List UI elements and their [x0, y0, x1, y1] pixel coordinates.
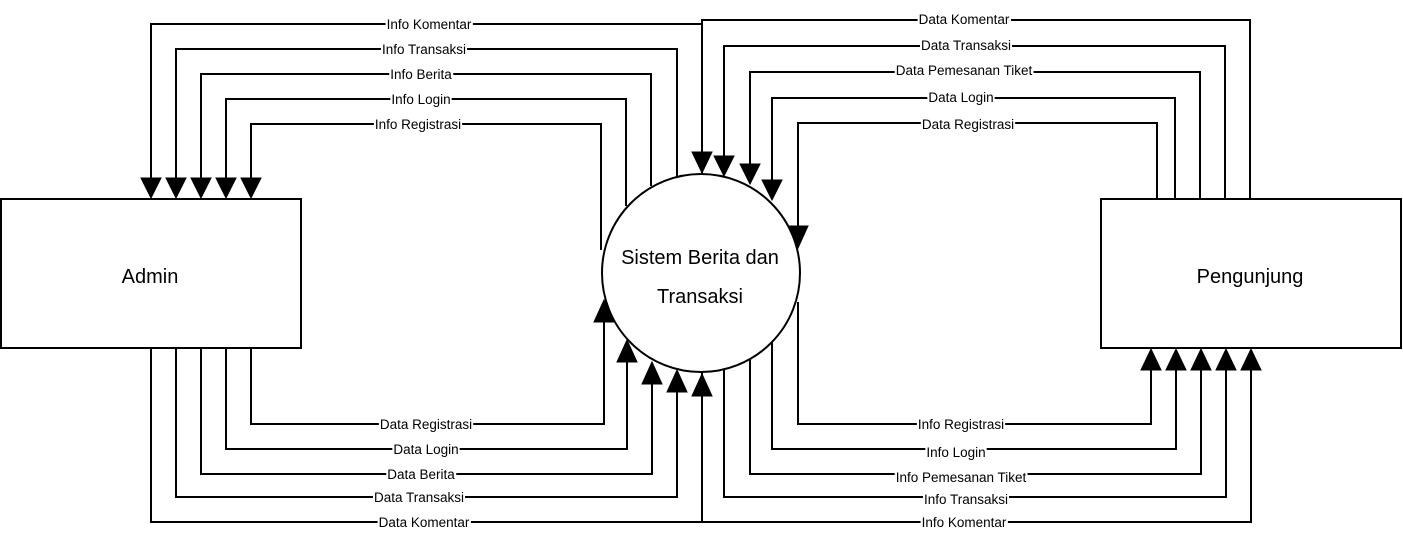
- arrowhead-pengunjung-info-transaksi: [1215, 347, 1237, 371]
- flow-label-background: [392, 442, 460, 457]
- flow-label-background: [917, 12, 1011, 27]
- flow-label-background: [389, 67, 454, 82]
- label-admin-info-registrasi: Info Registrasi: [373, 117, 463, 132]
- flow-label-background: [385, 17, 473, 32]
- arrowhead-process-data-login: [616, 338, 638, 363]
- arrowhead-pengunjung-info-komentar: [1240, 347, 1262, 371]
- arrowhead-process-data-registrasi: [593, 298, 615, 323]
- flow-label-background: [927, 90, 995, 105]
- flow-label-background: [386, 467, 457, 482]
- label-admin-data-registrasi: Data Registrasi: [378, 417, 474, 432]
- label-pengunjung-info-komentar: Info Komentar: [920, 515, 1008, 530]
- flow-label-background: [916, 417, 1006, 432]
- flow-line-pengunjung-info-login: [771, 338, 1177, 450]
- flow-label-text: Data Berita: [387, 467, 455, 482]
- flow-label-background: [920, 515, 1008, 530]
- label-pengunjung-data-transaksi: Data Transaksi: [919, 38, 1013, 53]
- label-pengunjung-data-pemesanan-tiket: Data Pemesanan Tiket: [894, 63, 1034, 78]
- flow-label-background: [919, 38, 1013, 53]
- flow-line-admin-data-login: [225, 348, 628, 450]
- label-admin-data-transaksi: Data Transaksi: [372, 490, 466, 505]
- label-pengunjung-data-login: Data Login: [927, 90, 995, 105]
- label-admin-info-berita: Info Berita: [389, 67, 454, 82]
- flow-label-text: Info Berita: [390, 67, 452, 82]
- flow-label-text: Data Transaksi: [921, 38, 1011, 53]
- label-pengunjung-info-pemesanan-tiket: Info Pemesanan Tiket: [894, 470, 1028, 485]
- label-admin-data-login: Data Login: [392, 442, 460, 457]
- flow-label-text: Data Registrasi: [922, 117, 1014, 132]
- flow-label-text: Data Komentar: [919, 12, 1010, 27]
- arrowhead-process-data-transaksi: [666, 368, 688, 393]
- label-admin-info-transaksi: Info Transaksi: [380, 42, 468, 57]
- flow-label-background: [380, 42, 468, 57]
- flow-label-text: Info Registrasi: [918, 417, 1004, 432]
- admin-label: Admin: [122, 266, 179, 288]
- flow-line-admin-info-registrasi: [250, 123, 602, 250]
- arrowhead-process-data-komentar: [691, 372, 713, 397]
- flow-label-background: [894, 470, 1028, 485]
- label-pengunjung-info-transaksi: Info Transaksi: [922, 492, 1010, 507]
- label-pengunjung-info-registrasi: Info Registrasi: [916, 417, 1006, 432]
- arrowhead-admin-info-transaksi: [165, 177, 187, 200]
- label-admin-data-berita: Data Berita: [386, 467, 457, 482]
- flow-label-background: [922, 492, 1010, 507]
- flow-line-pengunjung-data-login: [771, 97, 1176, 198]
- label-pengunjung-data-komentar: Data Komentar: [917, 12, 1011, 27]
- flow-label-text: Info Transaksi: [924, 492, 1008, 507]
- flow-line-admin-info-login: [225, 98, 627, 206]
- pengunjung-entity: Pengunjung: [1100, 198, 1402, 349]
- flow-label-text: Info Komentar: [922, 515, 1007, 530]
- flow-label-text: Info Transaksi: [382, 42, 466, 57]
- arrowhead-pengunjung-info-registrasi: [1140, 347, 1162, 371]
- arrowhead-process-data-berita: [641, 360, 663, 385]
- flow-label-text: Data Login: [393, 442, 458, 457]
- arrowhead-pengunjung-info-pemesanan-tiket: [1190, 347, 1212, 371]
- label-pengunjung-info-login: Info Login: [925, 445, 987, 460]
- flow-label-text: Info Registrasi: [375, 117, 461, 132]
- flow-label-text: Info Login: [926, 445, 985, 460]
- arrowhead-process-data-login-pengunjung: [761, 179, 783, 202]
- flow-label-text: Data Komentar: [379, 515, 470, 530]
- flow-label-background: [925, 445, 987, 460]
- flow-label-text: Info Pemesanan Tiket: [896, 470, 1027, 485]
- flow-line-pengunjung-info-registrasi: [797, 302, 1152, 425]
- label-admin-data-komentar: Data Komentar: [377, 515, 471, 530]
- flow-label-background: [378, 417, 474, 432]
- admin-entity: Admin: [0, 198, 302, 349]
- arrowhead-process-data-pemesanan-tiket: [739, 163, 761, 186]
- flow-label-background: [373, 117, 463, 132]
- flow-label-text: Data Pemesanan Tiket: [896, 63, 1033, 78]
- flow-label-background: [372, 490, 466, 505]
- flow-label-text: Info Login: [391, 92, 450, 107]
- flow-label-text: Data Transaksi: [374, 490, 464, 505]
- arrowhead-admin-info-registrasi: [240, 177, 262, 200]
- flow-line-admin-data-registrasi: [250, 318, 605, 425]
- arrowhead-admin-info-berita: [190, 177, 212, 200]
- label-pengunjung-data-registrasi: Data Registrasi: [920, 117, 1016, 132]
- flow-label-background: [377, 515, 471, 530]
- pengunjung-label: Pengunjung: [1197, 266, 1304, 288]
- process-label-line2: Transaksi: [657, 286, 743, 308]
- arrowhead-process-data-komentar-pengunjung: [691, 151, 713, 175]
- process-node: Sistem Berita dan Transaksi: [601, 173, 801, 373]
- flow-label-text: Data Login: [928, 90, 993, 105]
- flow-label-text: Info Komentar: [387, 17, 472, 32]
- flow-label-background: [894, 63, 1034, 78]
- arrowhead-admin-info-komentar: [140, 177, 162, 200]
- label-admin-info-login: Info Login: [390, 92, 452, 107]
- flow-label-text: Data Registrasi: [380, 417, 472, 432]
- arrowhead-process-data-transaksi-pengunjung: [713, 155, 735, 178]
- process-label-line1: Sistem Berita dan: [621, 247, 779, 269]
- arrowhead-admin-info-login: [215, 177, 237, 200]
- arrowhead-pengunjung-info-login: [1165, 347, 1187, 371]
- flow-label-background: [390, 92, 452, 107]
- flow-label-background: [920, 117, 1016, 132]
- label-admin-info-komentar: Info Komentar: [385, 17, 473, 32]
- arrowhead-process-data-registrasi-pengunjung: [787, 225, 809, 250]
